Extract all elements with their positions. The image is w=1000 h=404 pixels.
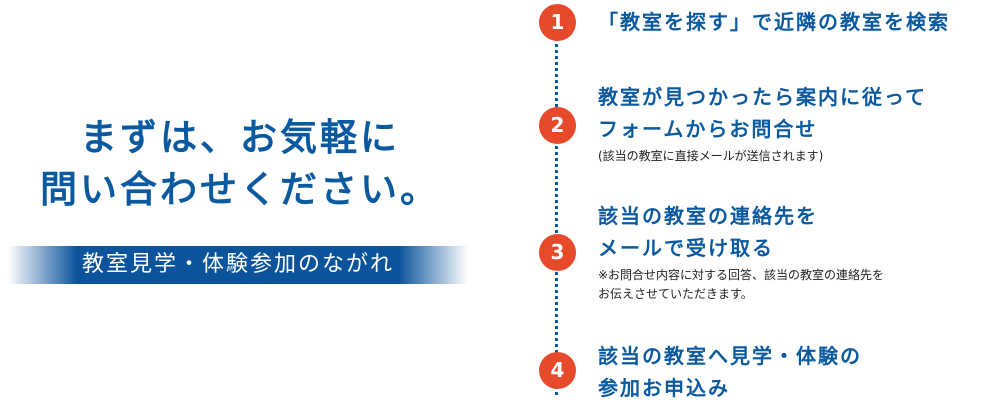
lead-heading: まずは、お気軽に 問い合わせください。 (0, 112, 480, 216)
step-3-note-line-1: ※お問合せ内容に対する回答、該当の教室の連絡先を (598, 268, 885, 282)
step-number-2: 2 (539, 107, 576, 144)
step-number-4: 4 (539, 352, 576, 389)
timeline-dotted-line (555, 20, 558, 395)
step-number-3: 3 (539, 234, 576, 271)
step-2-title: 教室が見つかったら案内に従って フォームからお問合せ (598, 81, 927, 145)
step-4-title: 該当の教室へ見学・体験の 参加お申込み (598, 340, 862, 404)
step-1-title: 「教室を探す」で近隣の教室を検索 (598, 10, 950, 34)
step-3-title-line-1: 該当の教室の連絡先を (598, 204, 818, 228)
flow-banner: 教室見学・体験参加のながれ (8, 246, 468, 284)
step-4-title-line-2: 参加お申込み (598, 376, 730, 400)
step-3-title: 該当の教室の連絡先を メールで受け取る (598, 200, 818, 264)
step-4-title-line-1: 該当の教室へ見学・体験の (598, 344, 862, 368)
step-3-title-line-2: メールで受け取る (598, 236, 774, 260)
lead-line-1: まずは、お気軽に (80, 116, 400, 159)
step-2-title-line-2: フォームからお問合せ (598, 117, 818, 141)
step-3-note: ※お問合せ内容に対する回答、該当の教室の連絡先を お伝えさせていただきます。 (598, 266, 884, 304)
lead-line-2: 問い合わせください。 (40, 168, 440, 211)
step-2-title-line-1: 教室が見つかったら案内に従って (598, 85, 927, 109)
step-3-note-line-2: お伝えさせていただきます。 (598, 287, 753, 301)
step-number-1: 1 (539, 4, 576, 41)
step-2-note: (該当の教室に直接メールが送信されます) (598, 149, 824, 163)
